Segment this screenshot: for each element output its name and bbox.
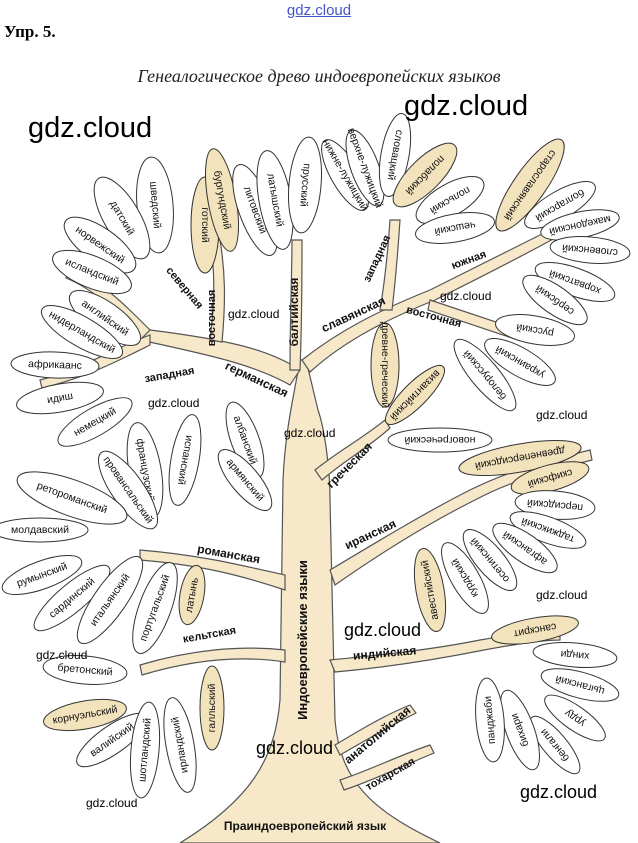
leaf-label: молдавский	[11, 524, 69, 536]
watermark: gdz.cloud	[228, 307, 279, 321]
branch-label-root_label: Праиндоевропейский язык	[224, 819, 387, 833]
watermark: gdz.cloud	[520, 782, 597, 803]
leaf-label: готский	[199, 207, 211, 243]
watermark: gdz.cloud	[536, 408, 587, 422]
branch-label-trunk_label: Индоевропейские языки	[295, 560, 310, 720]
leaf-indian: хинди	[532, 639, 618, 670]
branch-label-germanic_north: северная	[163, 265, 205, 312]
watermark: gdz.cloud	[344, 620, 421, 641]
leaf-romance: молдавский	[0, 518, 88, 542]
leaf-west_germanic: африкаанс	[11, 350, 100, 379]
watermark: gdz.cloud	[440, 289, 491, 303]
leaf-label: африкаанс	[28, 358, 82, 372]
leaf-label: новогреческий	[404, 434, 475, 446]
watermark: gdz.cloud	[256, 738, 333, 759]
leaf-celtic: ирландский	[158, 695, 202, 794]
watermark: gdz.cloud	[404, 90, 528, 123]
leaf-baltic: прусский	[285, 136, 325, 234]
leaf-label: галльский	[206, 684, 218, 733]
leaf-romance: латынь	[175, 563, 209, 626]
leaf-romance: испанский	[163, 412, 207, 507]
leaf-indian: панджаби	[472, 677, 507, 763]
leaf-greek: новогреческий	[388, 428, 492, 452]
watermark: gdz.cloud	[28, 112, 152, 145]
leaf-label: хинди	[560, 648, 590, 662]
leaf-south_slavic: словенский	[549, 234, 631, 267]
branch-label-germanic_west: западная	[144, 365, 196, 386]
watermark: gdz.cloud	[536, 588, 587, 602]
branch-label-baltic: балтийская	[287, 278, 301, 347]
leaf-label: древне-греческий	[379, 322, 391, 409]
branch-label-celtic: кельтская	[182, 624, 237, 645]
leaf-greek: древне-греческий	[371, 322, 399, 409]
leaf-celtic: галльский	[200, 666, 224, 750]
branch-label-germanic_east: восточная	[206, 290, 218, 347]
watermark: gdz.cloud	[86, 796, 137, 810]
watermark: gdz.cloud	[36, 648, 87, 662]
watermark: gdz.cloud	[148, 396, 199, 410]
watermark: gdz.cloud	[284, 426, 335, 440]
